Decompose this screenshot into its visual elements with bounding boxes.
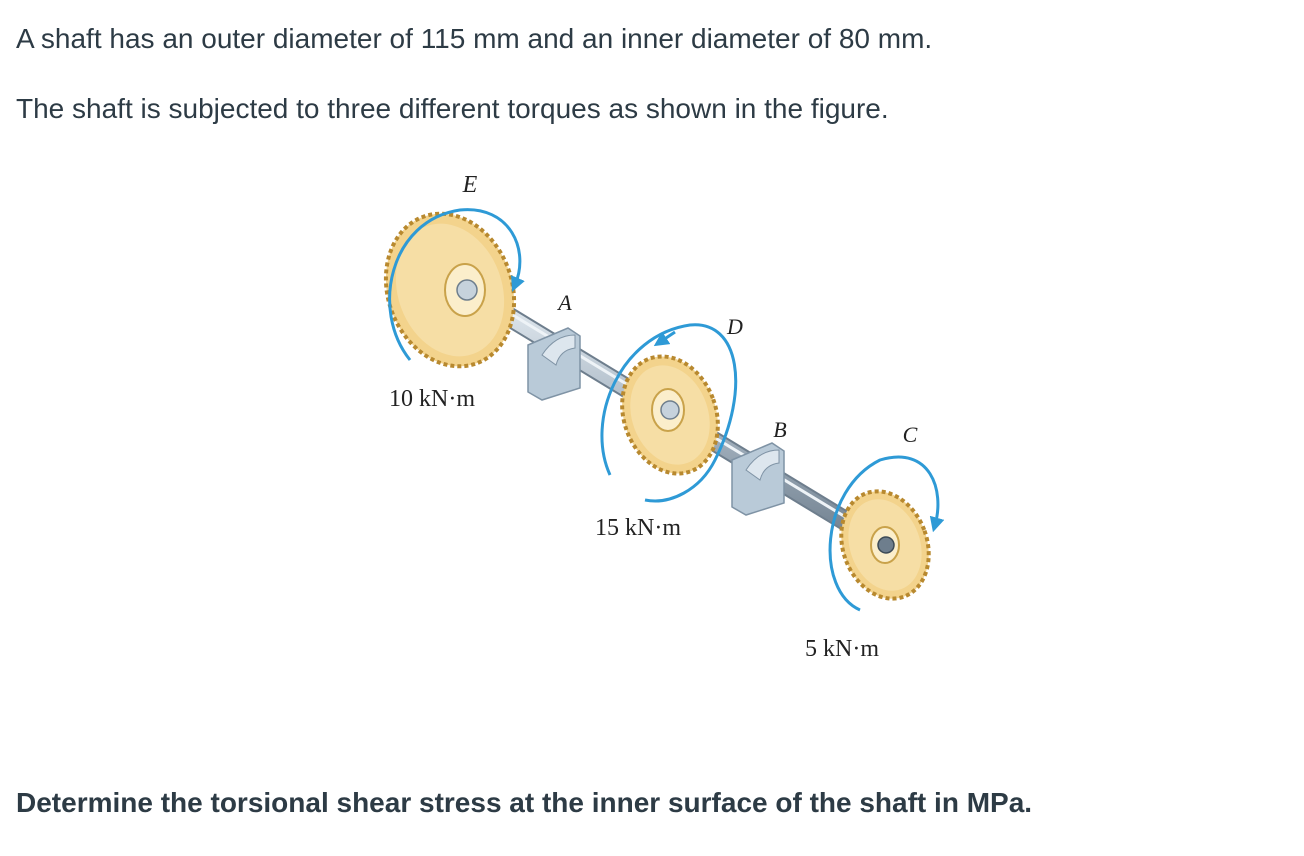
gear-e (383, 211, 517, 369)
label-a: A (556, 290, 572, 315)
torque-arrow-d (600, 323, 738, 503)
problem-statement-diameters: A shaft has an outer diameter of 115 mm … (16, 23, 933, 54)
label-e: E (462, 172, 478, 198)
gear-c (839, 489, 931, 601)
shaft-figure: E A D B C 10 kN·m 15 kN·m 5 kN·m (383, 172, 945, 662)
gear-d (620, 354, 720, 476)
problem-question: Determine the torsional shear stress at … (16, 787, 1033, 818)
problem-statement-torques: The shaft is subjected to three differen… (16, 93, 889, 124)
torque-arrow-d-head (653, 330, 676, 347)
torque-label-e: 10 kN·m (389, 386, 475, 412)
torque-arrow-e (388, 208, 525, 361)
bearing-b (731, 442, 785, 516)
torque-arrow-c (828, 455, 945, 612)
label-d: D (726, 314, 743, 339)
label-c: C (903, 422, 918, 447)
bearing-a (527, 327, 581, 401)
label-b: B (773, 417, 786, 442)
torque-label-d: 15 kN·m (595, 515, 681, 541)
torque-label-c: 5 kN·m (805, 636, 879, 662)
